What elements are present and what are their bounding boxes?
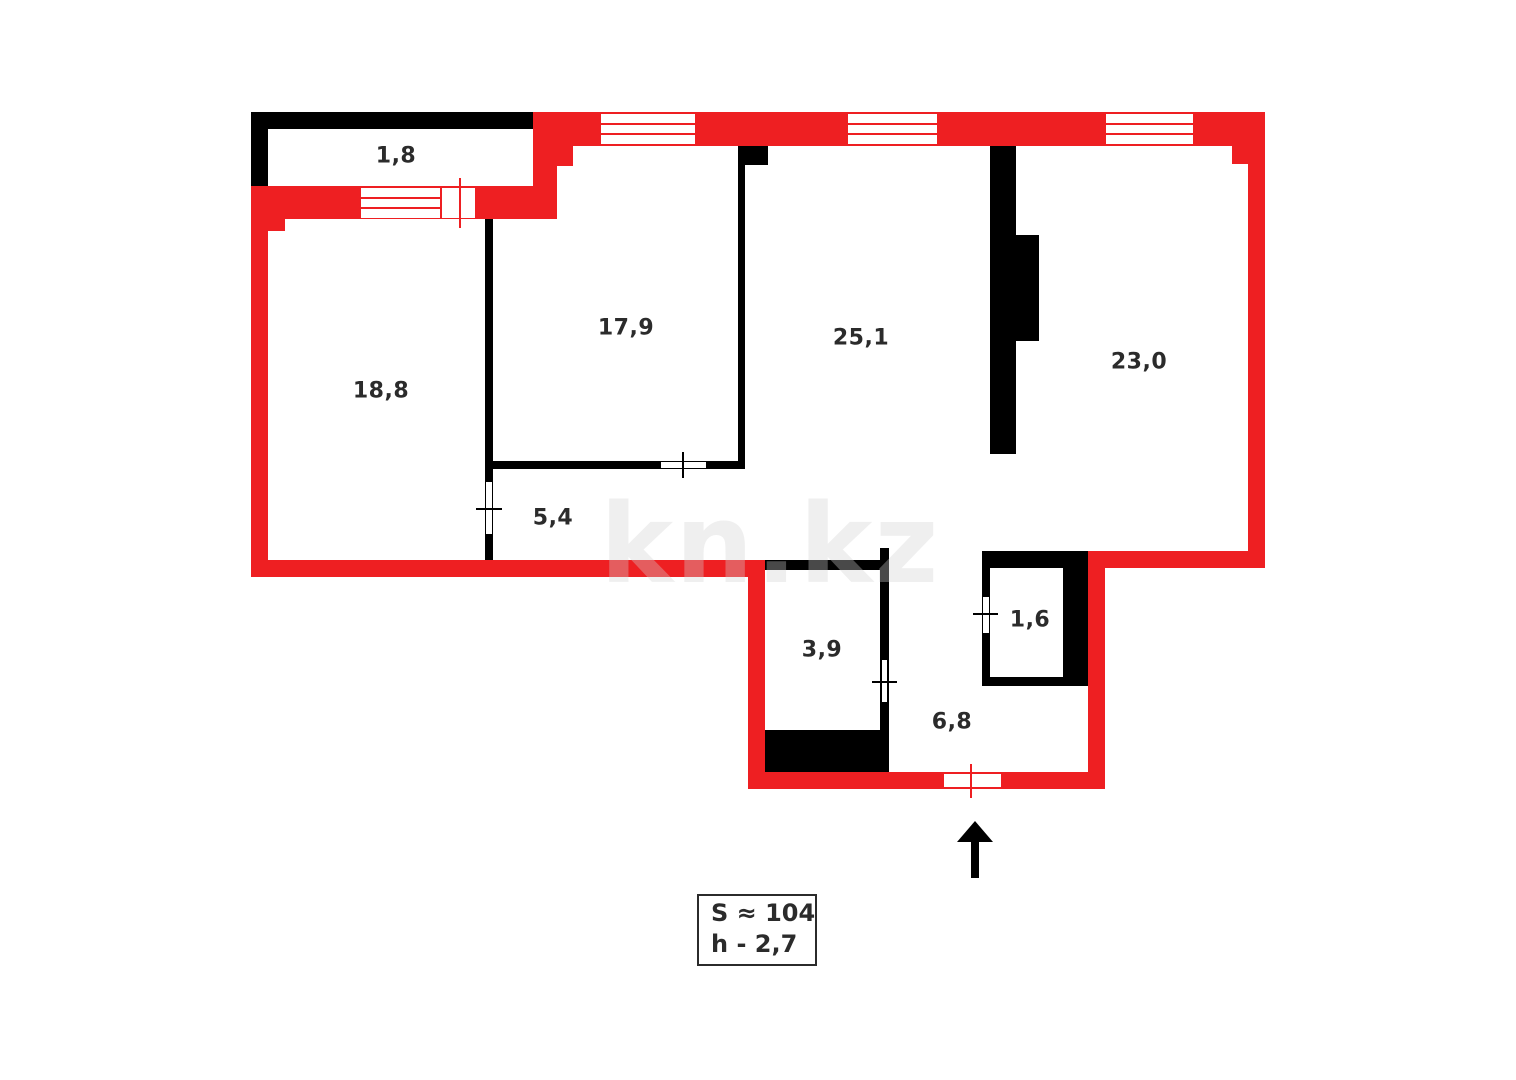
door-bedroom-left (476, 482, 502, 534)
door-bedroom-middle (661, 452, 706, 478)
room-area-toilet: 1,6 (1009, 607, 1051, 633)
room-area-bedroom-middle: 17,9 (597, 315, 655, 341)
window-top-1 (601, 114, 695, 144)
room-area-balcony: 1,8 (375, 143, 417, 169)
window-top-2 (848, 114, 937, 144)
balcony-walls (251, 112, 541, 187)
door-entrance (944, 764, 1001, 798)
arrow-up-icon (957, 821, 993, 878)
door-toilet (973, 597, 998, 633)
summary-box: S ≈ 104 h - 2,7 (697, 894, 817, 966)
room-area-living-room: 25,1 (832, 325, 890, 351)
room-area-bedroom-left: 18,8 (352, 378, 410, 404)
balcony-window-door (361, 178, 475, 228)
ceiling-height: h - 2,7 (711, 930, 798, 958)
room-area-hallway: 6,8 (931, 709, 973, 735)
door-bathroom (872, 660, 897, 702)
room-area-room-right: 23,0 (1110, 349, 1168, 375)
room-area-bathroom: 3,9 (801, 637, 843, 663)
interior-walls (485, 146, 1088, 772)
total-area: S ≈ 104 (711, 899, 816, 927)
room-area-corridor: 5,4 (532, 505, 574, 531)
window-top-3 (1106, 114, 1193, 144)
